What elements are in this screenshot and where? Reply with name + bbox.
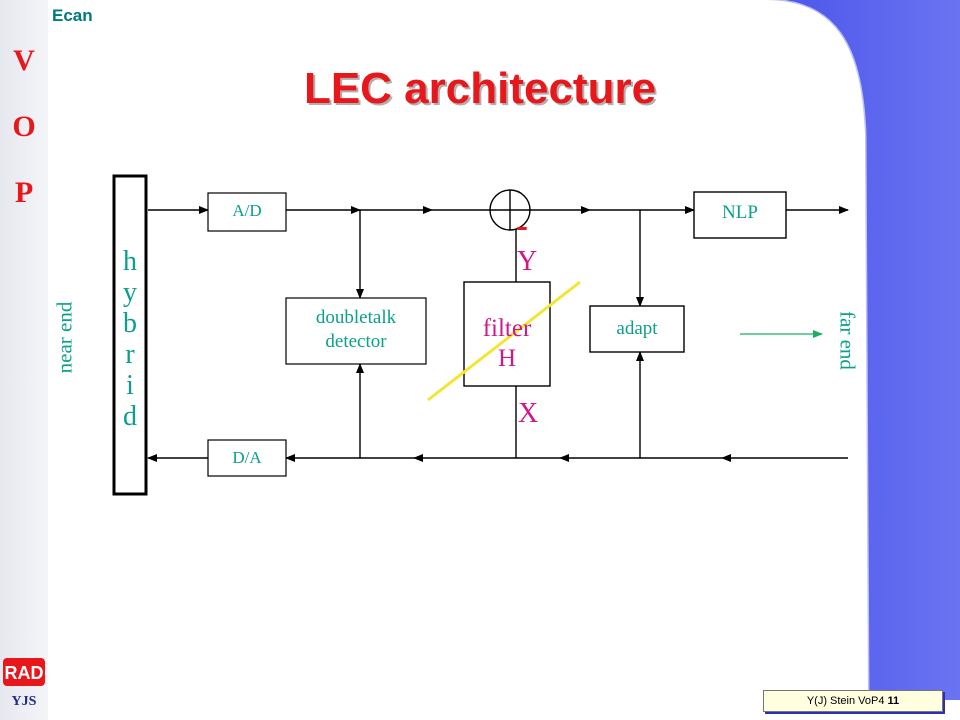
filter-h-text: H — [497, 345, 517, 372]
minus-sign: - — [516, 205, 528, 245]
filter-text: filter — [482, 315, 532, 342]
summing-node — [489, 189, 531, 231]
hybrid-box — [112, 174, 148, 496]
doubletalk-detector-label: doubletalk detector — [286, 306, 426, 354]
top-label: Ecan — [52, 6, 93, 25]
filter-box — [463, 281, 551, 387]
vertical-connections — [356, 210, 644, 458]
hybrid-label: h y b r i d — [114, 246, 146, 432]
footer-text: Y(J) Stein VoP4 — [806, 695, 885, 707]
author-initials: YJS — [11, 694, 37, 709]
y-label: Y — [517, 246, 538, 277]
hybrid-letter: r — [125, 339, 135, 370]
page-number: 11 — [887, 695, 900, 707]
hybrid-letter: h — [123, 246, 137, 277]
rad-logo-text: RAD — [5, 663, 44, 683]
hybrid-letter: y — [123, 277, 137, 308]
hybrid-letter: d — [123, 401, 137, 432]
corner-arc — [95, 0, 960, 700]
footer-box: Y(J) Stein VoP4 11 — [763, 690, 943, 712]
vop-letter-o: O — [12, 110, 36, 143]
hybrid-letter: b — [123, 308, 137, 339]
doubletalk-detector-box — [285, 297, 427, 365]
adapt-label: adapt — [616, 318, 658, 339]
rad-logo: RAD — [3, 658, 45, 686]
adaptation-arrow — [427, 280, 581, 402]
vop-letter-v: V — [13, 44, 35, 77]
adapt-box — [589, 305, 685, 353]
near-end-label: near end — [52, 301, 77, 374]
nlp-box — [693, 191, 787, 239]
x-label: X — [518, 398, 539, 429]
da-label: D/A — [232, 448, 262, 467]
slide-title: LEC architecture — [303, 64, 657, 113]
da-box — [207, 439, 287, 477]
nlp-label: NLP — [722, 202, 758, 223]
filter-label: filter H — [464, 314, 550, 374]
left-sidebar — [0, 0, 48, 720]
doubletalk-label-line1: doubletalk — [315, 307, 397, 328]
ad-box — [207, 192, 287, 232]
hybrid-letter: i — [126, 370, 134, 401]
doubletalk-label-line2: detector — [325, 331, 387, 352]
ad-label: A/D — [232, 201, 262, 220]
far-end-label: far end — [835, 311, 860, 370]
vop-letter-p: P — [14, 176, 34, 209]
